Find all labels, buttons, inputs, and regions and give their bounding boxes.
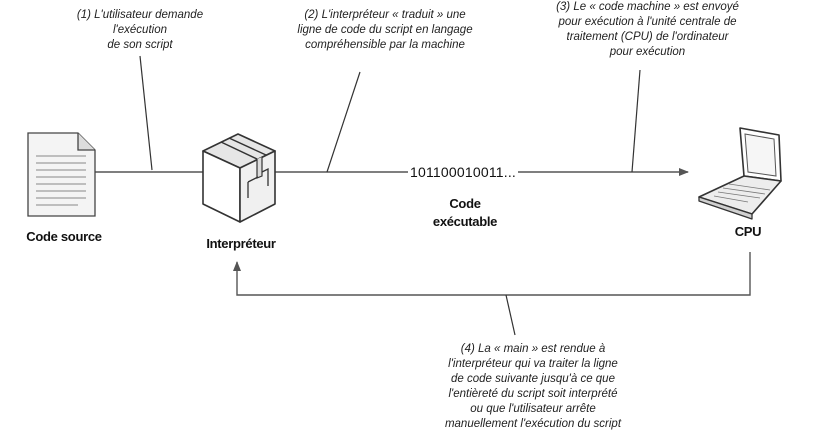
step3-note: (3) Le « code machine » est envoyé pour …	[556, 1, 739, 58]
step1-note: (1) L'utilisateur demande l'exécution de…	[76, 9, 204, 51]
box-icon	[202, 133, 276, 223]
interpreter-label: Interpréteur	[206, 236, 276, 251]
step4-note: (4) La « main » est rendue à l'interprét…	[444, 343, 622, 430]
document-icon	[27, 132, 96, 217]
source-label: Code source	[26, 229, 102, 244]
callout-line-step4	[505, 294, 516, 336]
return-loop-line	[233, 252, 751, 296]
binary-code: 101100010011...	[408, 164, 519, 180]
executable-label-line2: exécutable	[432, 214, 498, 229]
callout-line-step2	[326, 71, 361, 173]
executable-label-line1: Code	[449, 196, 481, 211]
cpu-label: CPU	[734, 224, 762, 239]
step2-note: (2) L'interpréteur « traduit » une ligne…	[297, 9, 473, 51]
callout-line-step3	[631, 69, 641, 173]
laptop-icon	[698, 127, 782, 220]
callout-line-step1	[139, 55, 153, 171]
